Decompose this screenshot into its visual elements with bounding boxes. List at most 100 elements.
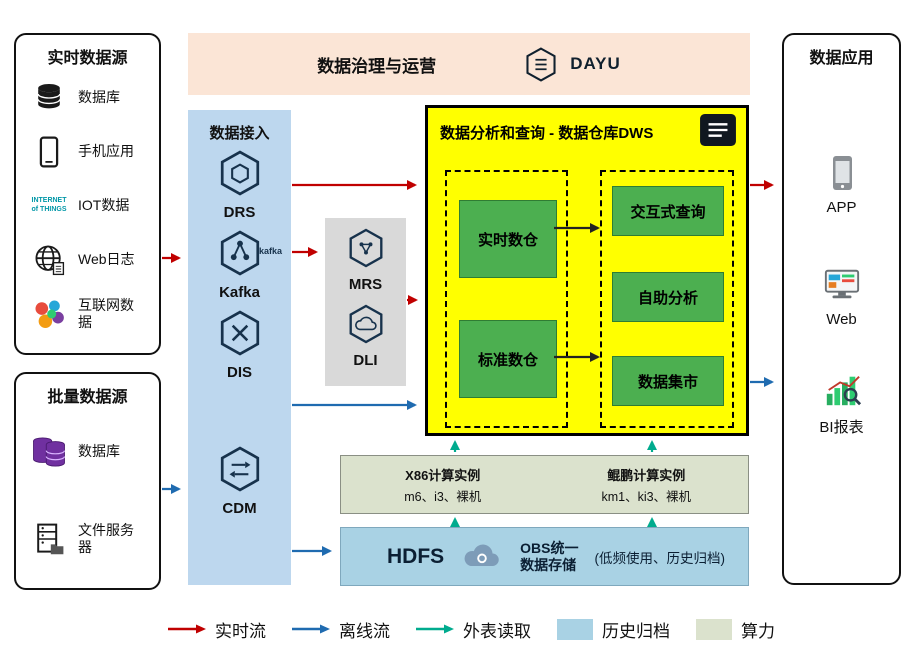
dws-module-realtime-warehouse: 实时数仓 bbox=[459, 200, 557, 278]
dws-warehouse-icon bbox=[699, 113, 737, 152]
dws-module-data-mart: 数据集市 bbox=[612, 356, 724, 406]
realtime-sources-panel: 实时数据源 数据库 手机应用 INTERNET of TH bbox=[14, 33, 161, 355]
file-server-icon bbox=[28, 518, 70, 560]
realtime-sources-title: 实时数据源 bbox=[47, 50, 128, 67]
service-label: MRS bbox=[348, 276, 383, 293]
app-item-label: APP bbox=[826, 199, 857, 216]
processing-panel: MRS DLI bbox=[325, 218, 406, 386]
kafka-logo-text: kafka bbox=[259, 246, 283, 256]
dws-module-interactive-query: 交互式查询 bbox=[612, 186, 724, 236]
source-item-label: 数据库 bbox=[78, 443, 120, 460]
service-label: CDM bbox=[222, 500, 257, 517]
cdm-icon bbox=[219, 446, 261, 497]
legend-archive: 历史归档 bbox=[557, 617, 670, 642]
instance-detail: km1、ki3、裸机 bbox=[601, 489, 692, 504]
legend-label: 离线流 bbox=[339, 621, 390, 641]
x86-compute-instance: X86计算实例 m6、i3、裸机 bbox=[341, 456, 545, 513]
compute-power-swatch bbox=[696, 618, 732, 640]
kafka-icon bbox=[219, 230, 261, 281]
dws-module-self-service-analysis: 自助分析 bbox=[612, 272, 724, 322]
dayu-logo-text: DAYU bbox=[570, 54, 621, 73]
governance-title: 数据治理与运营 bbox=[317, 56, 437, 76]
legend-label: 算力 bbox=[741, 621, 775, 641]
source-item-label: Web日志 bbox=[78, 251, 135, 268]
source-item-web-log: Web日志 bbox=[28, 235, 154, 285]
service-drs: DRS bbox=[188, 150, 291, 221]
service-label: Kafka bbox=[219, 284, 260, 301]
realtime-flow-arrow-icon bbox=[168, 624, 206, 634]
purple-database-icon bbox=[28, 431, 70, 473]
service-label: DIS bbox=[226, 364, 252, 381]
service-label: DRS bbox=[223, 204, 256, 221]
source-item-label: 互联网数据 bbox=[78, 296, 134, 331]
dayu-hexagon-icon bbox=[520, 43, 562, 85]
storage-panel: HDFS OBS统一 数据存储 (低频使用、历史归档) bbox=[340, 527, 749, 586]
service-mrs: MRS bbox=[325, 228, 406, 293]
dws-header: 数据分析和查询 - 数据仓库DWS bbox=[428, 108, 746, 152]
dws-analysis-group: 交互式查询 自助分析 数据集市 bbox=[600, 170, 734, 428]
obs-cloud-icon bbox=[460, 538, 504, 576]
app-icon bbox=[821, 152, 863, 194]
batch-sources-title: 批量数据源 bbox=[47, 389, 128, 406]
compute-panel: X86计算实例 m6、i3、裸机 鲲鹏计算实例 km1、ki3、裸机 bbox=[340, 455, 749, 514]
bi-report-icon bbox=[821, 369, 863, 411]
service-cdm: CDM bbox=[188, 446, 291, 517]
instance-detail: m6、i3、裸机 bbox=[404, 489, 482, 504]
dws-title: 数据分析和查询 - 数据仓库DWS bbox=[440, 125, 654, 142]
archive-swatch bbox=[557, 618, 593, 640]
source-item-batch-database: 数据库 bbox=[28, 427, 154, 477]
external-read-arrow-icon bbox=[416, 624, 454, 634]
source-item-label: 文件服务器 bbox=[78, 521, 134, 556]
legend-external-read: 外表读取 bbox=[416, 617, 531, 642]
iot-icon: INTERNET of THINGS bbox=[31, 197, 67, 213]
applications-title: 数据应用 bbox=[809, 50, 874, 67]
instance-name: X86计算实例 bbox=[405, 467, 481, 483]
ingestion-panel: 数据接入 DRS kafka Kafka bbox=[188, 110, 291, 585]
database-icon bbox=[28, 77, 70, 119]
ingestion-title: 数据接入 bbox=[209, 125, 270, 142]
source-item-mobile-app: 手机应用 bbox=[28, 127, 154, 177]
mrs-icon bbox=[348, 228, 384, 273]
obs-title: OBS统一 数据存储 bbox=[520, 539, 579, 573]
legend-compute-power: 算力 bbox=[696, 617, 775, 642]
drs-icon bbox=[219, 150, 261, 201]
instance-name: 鲲鹏计算实例 bbox=[607, 467, 686, 483]
dli-icon bbox=[348, 304, 384, 349]
legend-label: 外表读取 bbox=[463, 621, 531, 641]
app-item-bi: BI报表 bbox=[784, 369, 899, 437]
applications-panel: 数据应用 APP bbox=[782, 33, 901, 585]
dis-icon bbox=[219, 310, 261, 361]
mobile-app-icon bbox=[28, 131, 70, 173]
batch-sources-panel: 批量数据源 数据库 bbox=[14, 372, 161, 590]
service-dli: DLI bbox=[325, 304, 406, 369]
source-item-database: 数据库 bbox=[28, 73, 154, 123]
legend-label: 实时流 bbox=[215, 621, 266, 641]
legend-offline-flow: 离线流 bbox=[292, 617, 390, 642]
source-item-label: 数据库 bbox=[78, 89, 120, 106]
source-item-iot: INTERNET of THINGS IOT数据 bbox=[28, 181, 154, 231]
legend-label: 历史归档 bbox=[602, 621, 670, 641]
governance-panel: 数据治理与运营 DAYU bbox=[188, 33, 750, 95]
web-icon bbox=[821, 264, 863, 306]
source-item-internet-data: 互联网数据 bbox=[28, 289, 154, 339]
kunpeng-compute-instance: 鲲鹏计算实例 km1、ki3、裸机 bbox=[545, 456, 749, 513]
dws-warehouse-group: 实时数仓 标准数仓 bbox=[445, 170, 568, 428]
app-item-web: Web bbox=[784, 264, 899, 328]
web-log-icon bbox=[28, 239, 70, 281]
dws-module-standard-warehouse: 标准数仓 bbox=[459, 320, 557, 398]
obs-note: (低频使用、历史归档) bbox=[594, 550, 726, 566]
source-item-file-server: 文件服务器 bbox=[28, 514, 154, 564]
hdfs-label: HDFS bbox=[387, 544, 445, 568]
dayu-logo: DAYU bbox=[520, 43, 621, 85]
source-item-label: 手机应用 bbox=[78, 143, 134, 160]
app-item-app: APP bbox=[784, 152, 899, 216]
app-item-label: BI报表 bbox=[819, 419, 864, 436]
dws-panel: 数据分析和查询 - 数据仓库DWS 实时数仓 标准数仓 交互式查询 自助分析 数… bbox=[425, 105, 749, 436]
service-kafka: kafka Kafka bbox=[188, 230, 291, 301]
internet-data-icon bbox=[28, 293, 70, 335]
app-item-label: Web bbox=[826, 311, 857, 328]
service-label: DLI bbox=[353, 352, 378, 369]
source-item-label: IOT数据 bbox=[78, 197, 130, 214]
service-dis: DIS bbox=[188, 310, 291, 381]
